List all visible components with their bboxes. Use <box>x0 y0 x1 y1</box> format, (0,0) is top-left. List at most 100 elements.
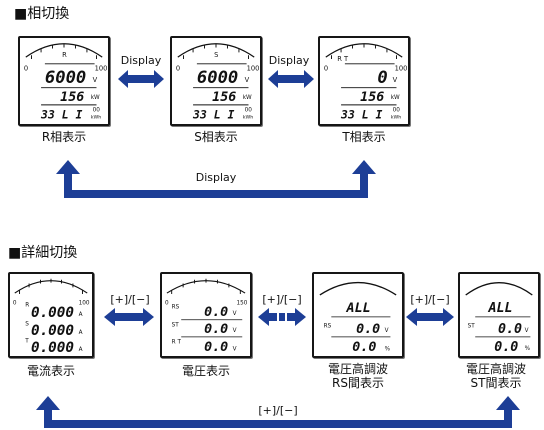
meter-current-scale-left: 0 <box>13 301 17 307</box>
meter-s-unit2: kW <box>243 95 252 101</box>
meter-t-phase: 0 100 R T 0 V 156 kW 33 L I 00 kWh <box>318 36 410 126</box>
meter-t-phase-tag: R T <box>337 55 349 63</box>
double-arrow-icon <box>104 308 154 326</box>
meter-harmonic-st-value-2: 0.0 <box>494 340 518 355</box>
meter-s-phase-display: 0 100 S 6000 V 156 kW 33 L I 00 kWh <box>176 43 260 121</box>
double-arrow-icon <box>258 308 306 326</box>
meter-voltage-scale-right: 150 <box>237 301 248 307</box>
meter-r-scale-left: 0 <box>24 64 28 72</box>
plus-minus-label-2: [+]/[−] <box>262 293 302 306</box>
caption-t-phase: T相表示 <box>342 130 386 144</box>
meter-r-phase-tag: R <box>62 51 67 59</box>
caption-harmonic-st-line1: 電圧高調波 <box>465 362 526 376</box>
caption-harmonic-rs-line2: RS間表示 <box>332 376 384 390</box>
meter-s-line3: 33 L I <box>192 107 234 121</box>
meter-r-line1: 6000 <box>45 68 86 88</box>
return-arrow-icon <box>36 396 520 428</box>
meter-harmonic-rs-value-1: 0.0 <box>356 322 380 337</box>
meter-current-value-t: 0.000 <box>31 340 74 356</box>
meter-voltage-scale-left: 0 <box>165 301 169 307</box>
meter-harmonic-rs-tag: RS <box>324 323 332 329</box>
meter-harmonic-st-value-1: 0.0 <box>498 322 522 337</box>
meter-current-unit-s: A <box>79 330 83 336</box>
double-arrow-icon <box>268 70 314 88</box>
section-title-phase-switch: ■相切換 <box>14 6 70 22</box>
caption-s-phase: S相表示 <box>194 130 238 144</box>
double-arrow-icon <box>406 308 454 326</box>
meter-current-tag-r: R <box>25 302 29 308</box>
display-label-1: Display <box>120 54 162 67</box>
meter-r-scale-right: 100 <box>95 64 108 72</box>
meter-t-unit3: kWh <box>391 114 402 120</box>
meter-current: 0 100 R 0.000 A S 0.000 A T 0.000 A <box>8 272 94 358</box>
plus-minus-label-1: [+]/[−] <box>110 293 150 306</box>
meter-current-value-r: 0.000 <box>31 305 74 321</box>
meter-harmonic-st-unit-1: V <box>525 328 529 334</box>
meter-t-phase-display: 0 100 R T 0 V 156 kW 33 L I 00 kWh <box>324 43 408 121</box>
meter-r-unit3: kWh <box>91 114 102 120</box>
meter-current-tag-s: S <box>25 321 29 327</box>
meter-t-unit2: kW <box>391 95 400 101</box>
caption-harmonic-rs-line1: 電圧高調波 <box>327 362 388 376</box>
meter-r-unit1: V <box>93 76 98 84</box>
meter-t-suffix: 00 <box>393 108 401 114</box>
meter-voltage-value-st: 0.0 <box>204 322 228 337</box>
meter-voltage-tag-rt: R T <box>172 340 182 346</box>
meter-current-tag-t: T <box>24 339 29 345</box>
meter-r-line3: 33 L I <box>40 107 82 121</box>
meter-harmonic-rs-top: ALL <box>346 301 371 316</box>
meter-voltage: 0 150 RS 0.0 V ST 0.0 V R T 0.0 V <box>160 272 252 358</box>
meter-s-unit1: V <box>245 76 250 84</box>
meter-harmonic-rs-unit-1: V <box>385 328 389 334</box>
meter-voltage-display: 0 150 RS 0.0 V ST 0.0 V R T 0.0 V <box>165 278 248 355</box>
section-title-detail-switch: ■詳細切換 <box>8 245 78 261</box>
meter-t-line1: 0 <box>377 68 387 88</box>
meter-voltage-tag-rs: RS <box>172 304 180 310</box>
meter-voltage-value-rs: 0.0 <box>204 305 228 320</box>
meter-voltage-value-rt: 0.0 <box>204 340 228 355</box>
meter-t-scale-right: 100 <box>395 64 408 72</box>
meter-harmonic-rs-unit-2: % <box>385 346 391 352</box>
meter-t-line3: 33 L I <box>340 107 382 121</box>
meter-s-line2: 156 <box>212 90 236 105</box>
caption-current: 電流表示 <box>26 364 75 378</box>
plus-minus-label-3: [+]/[−] <box>410 293 450 306</box>
meter-voltage-tag-st: ST <box>172 322 180 328</box>
meter-harmonic-st-unit-2: % <box>525 346 531 352</box>
meter-r-unit2: kW <box>91 95 100 101</box>
meter-harmonic-st-tag: ST <box>468 323 476 329</box>
caption-harmonic-rs: 電圧高調波 RS間表示 <box>306 362 410 390</box>
caption-harmonic-st: 電圧高調波 ST間表示 <box>448 362 544 390</box>
meter-t-unit1: V <box>393 76 398 84</box>
meter-current-value-s: 0.000 <box>31 323 74 339</box>
display-label-2: Display <box>268 54 310 67</box>
meter-r-phase: 0 100 R 6000 V 156 kW 33 L I 00 kWh <box>18 36 110 126</box>
meter-t-scale-left: 0 <box>324 64 328 72</box>
meter-r-suffix: 00 <box>93 108 101 114</box>
meter-current-display: 0 100 R 0.000 A S 0.000 A T 0.000 A <box>13 278 90 356</box>
meter-s-scale-right: 100 <box>247 64 260 72</box>
meter-harmonic-st-top: ALL <box>488 301 513 316</box>
caption-r-phase: R相表示 <box>41 130 87 144</box>
meter-voltage-unit-rs: V <box>233 311 237 317</box>
caption-harmonic-st-line2: ST間表示 <box>470 376 522 390</box>
meter-s-unit3: kWh <box>243 114 254 120</box>
meter-harmonic-st-display: ALL ST 0.0 V 0.0 % <box>465 282 533 355</box>
meter-current-unit-r: A <box>79 312 83 318</box>
meter-s-line1: 6000 <box>197 68 238 88</box>
meter-voltage-unit-rt: V <box>233 346 237 352</box>
meter-r-line2: 156 <box>60 90 84 105</box>
caption-voltage: 電圧表示 <box>181 364 230 378</box>
meter-harmonic-st: ALL ST 0.0 V 0.0 % <box>458 272 540 358</box>
meter-harmonic-rs-display: ALL RS 0.0 V 0.0 % <box>319 281 397 355</box>
meter-current-unit-t: A <box>79 347 83 353</box>
meter-r-phase-display: 0 100 R 6000 V 156 kW 33 L I 00 kWh <box>24 43 108 121</box>
meter-s-phase: 0 100 S 6000 V 156 kW 33 L I 00 kWh <box>170 36 262 126</box>
return-display-label: Display <box>195 171 237 184</box>
meter-s-suffix: 00 <box>245 108 253 114</box>
return-arrow-icon <box>56 160 376 198</box>
return-plus-minus-label: [+]/[−] <box>258 404 298 417</box>
meter-current-scale-right: 100 <box>79 301 90 307</box>
meter-harmonic-rs: ALL RS 0.0 V 0.0 % <box>312 272 404 358</box>
double-arrow-icon <box>118 70 164 88</box>
